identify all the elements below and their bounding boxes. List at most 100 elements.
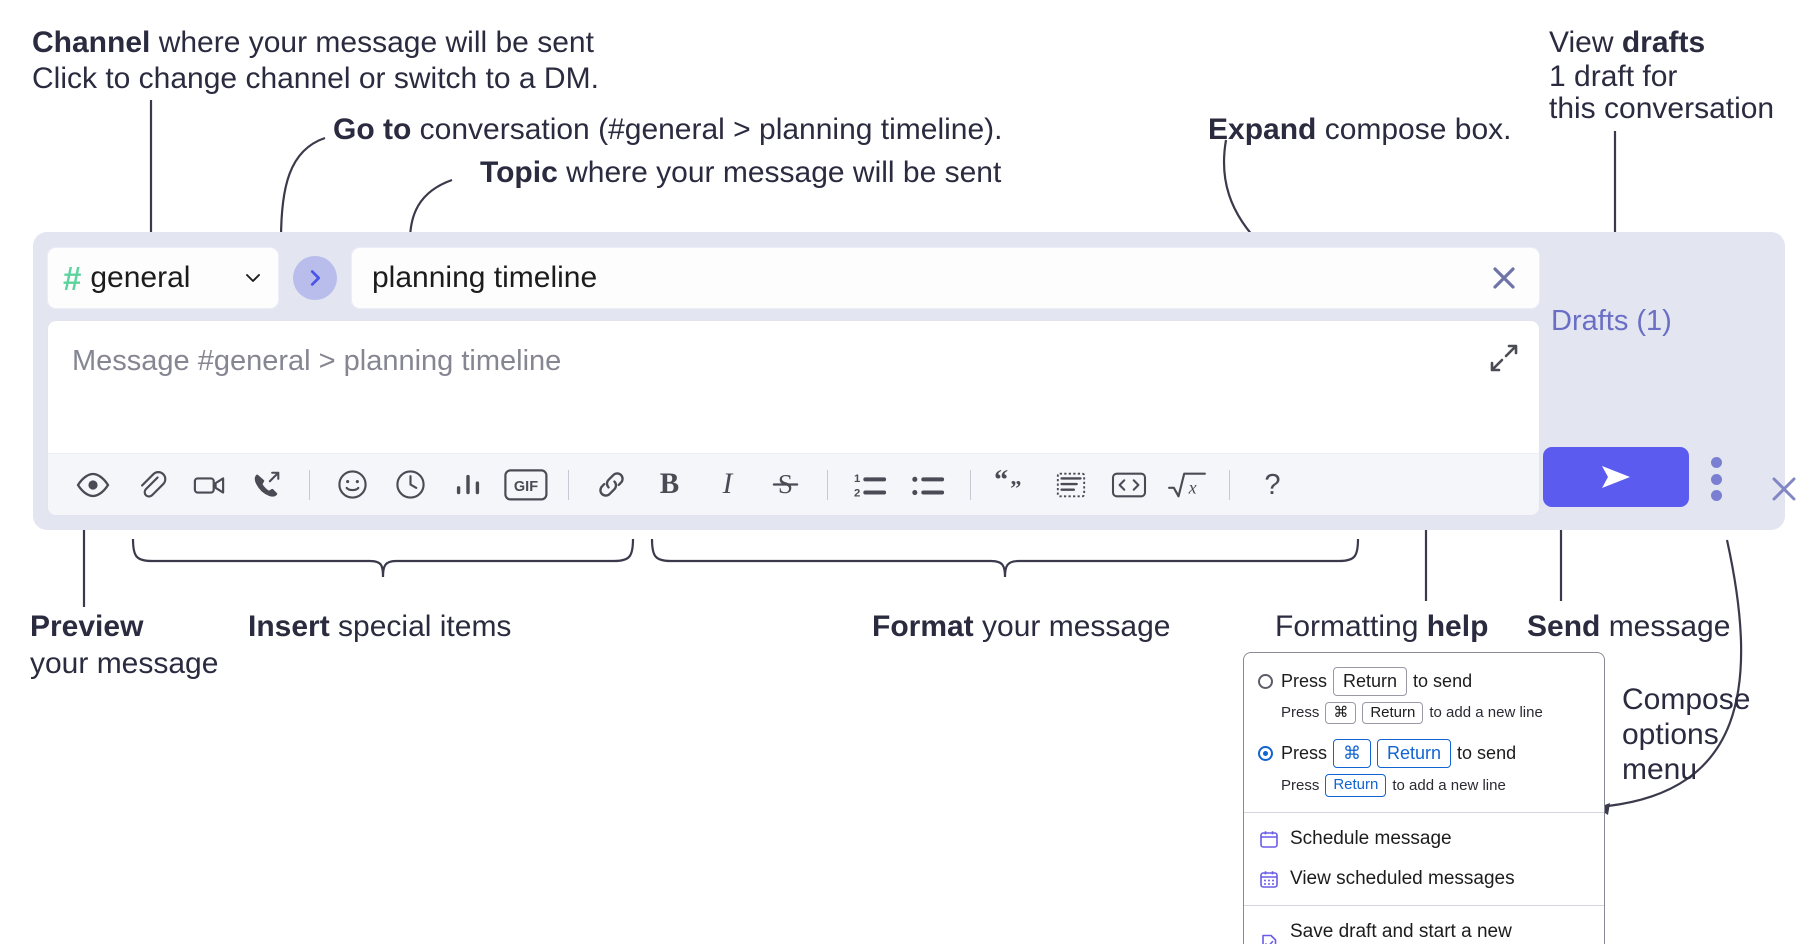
svg-text:2: 2 xyxy=(854,487,860,499)
attachment-icon[interactable] xyxy=(122,460,180,510)
annotation-options-1: Compose xyxy=(1622,683,1751,716)
option-cmd-return-label: Press ⌘ Return to send xyxy=(1281,739,1516,768)
annotation-topic: Topic where your message will be sent xyxy=(480,156,1002,189)
formatting-toolbar: GIF B I xyxy=(48,453,1539,515)
emoji-icon[interactable] xyxy=(323,460,381,510)
bulleted-list-icon[interactable] xyxy=(899,460,957,510)
goto-conversation-button[interactable] xyxy=(293,256,337,300)
svg-text:B: B xyxy=(659,468,678,500)
separator xyxy=(970,469,971,500)
sub-tail-word: to add a new line xyxy=(1429,704,1543,722)
svg-text:“: “ xyxy=(994,469,1008,496)
send-icon xyxy=(1602,466,1630,488)
drafts-link[interactable]: Drafts (1) xyxy=(1551,305,1672,337)
option-press-word: Press xyxy=(1281,670,1328,691)
channel-name-label: general xyxy=(90,261,191,294)
option-cmd-return-to-send[interactable]: Press ⌘ Return to send xyxy=(1244,736,1604,771)
option-return-sub: Press ⌘ Return to add a new line xyxy=(1244,699,1604,728)
poll-icon[interactable] xyxy=(439,460,497,510)
annotation-goto: Go to conversation (#general > planning … xyxy=(333,113,1003,146)
option-tail-word: to send xyxy=(1457,743,1517,763)
svg-text:GIF: GIF xyxy=(514,479,538,495)
annotation-drafts-sub1: 1 draft for xyxy=(1549,60,1678,93)
sub-tail-word: to add a new line xyxy=(1392,776,1506,794)
annotation-channel: Channel where your message will be sent xyxy=(32,26,594,59)
inline-code-icon[interactable] xyxy=(1100,460,1158,510)
math-icon[interactable]: x xyxy=(1158,460,1216,510)
kebab-dot xyxy=(1710,490,1722,501)
audio-clip-icon[interactable] xyxy=(238,460,296,510)
annotation-help: Formatting help xyxy=(1275,610,1489,643)
kebab-dot xyxy=(1710,473,1722,485)
compose-box: # general planning timeline xyxy=(33,232,1796,530)
send-keybinding-options: Press Return to send Press ⌘ Return to a… xyxy=(1244,653,1604,812)
annotation-insert: Insert special items xyxy=(248,610,512,643)
compose-inner: # general planning timeline xyxy=(47,247,1540,517)
video-clip-icon[interactable] xyxy=(180,460,238,510)
message-editor[interactable]: Message #general > planning timeline xyxy=(47,320,1540,516)
key-return: Return xyxy=(1333,667,1408,696)
gif-icon[interactable]: GIF xyxy=(497,460,555,510)
strikethrough-icon[interactable]: S xyxy=(756,460,814,510)
message-placeholder: Message #general > planning timeline xyxy=(72,345,562,377)
code-block-icon[interactable] xyxy=(1042,460,1100,510)
menu-item-label: View scheduled messages xyxy=(1290,867,1515,889)
svg-text:1: 1 xyxy=(854,473,860,485)
calendar-grid-icon xyxy=(1259,869,1279,889)
expand-icon[interactable] xyxy=(1489,343,1519,373)
menu-item-save-draft[interactable]: Save draft and start a new message xyxy=(1244,912,1604,944)
separator xyxy=(1229,469,1230,500)
separator xyxy=(568,469,569,500)
menu-divider xyxy=(1244,811,1604,813)
preview-icon[interactable] xyxy=(64,460,122,510)
topic-value: planning timeline xyxy=(372,261,598,294)
link-icon[interactable] xyxy=(582,460,640,510)
send-button[interactable] xyxy=(1543,447,1689,507)
annotation-channel-sub: Click to change channel or switch to a D… xyxy=(32,62,599,95)
annotation-preview-sub: your message xyxy=(30,647,219,680)
calendar-icon xyxy=(1259,829,1279,849)
key-command: ⌘ xyxy=(1333,739,1372,768)
bold-icon[interactable]: B xyxy=(640,460,698,510)
topic-input[interactable]: planning timeline xyxy=(351,247,1540,309)
help-icon[interactable]: ? xyxy=(1243,460,1301,510)
option-press-word: Press xyxy=(1281,743,1328,763)
sub-press-word: Press xyxy=(1281,704,1320,722)
key-command: ⌘ xyxy=(1325,701,1357,725)
radio-unselected-icon[interactable] xyxy=(1258,673,1273,689)
radio-selected-icon[interactable] xyxy=(1258,746,1273,761)
chevron-down-icon xyxy=(243,268,263,288)
option-tail-word: to send xyxy=(1413,670,1473,691)
annotation-drafts: View drafts xyxy=(1549,26,1706,59)
annotation-options-2: options xyxy=(1622,718,1719,751)
annotation-drafts-sub2: this conversation xyxy=(1549,92,1775,125)
menu-item-label: Save draft and start a new message xyxy=(1290,920,1512,944)
clock-icon[interactable] xyxy=(381,460,439,510)
annotation-format: Format your message xyxy=(872,610,1171,643)
kebab-dot xyxy=(1710,457,1722,468)
save-draft-icon xyxy=(1259,933,1279,944)
menu-divider xyxy=(1244,904,1604,906)
compose-options-icon[interactable] xyxy=(1707,457,1725,501)
italic-icon[interactable]: I xyxy=(698,460,756,510)
channel-selector[interactable]: # general xyxy=(47,247,279,309)
option-return-to-send[interactable]: Press Return to send xyxy=(1244,664,1604,699)
compose-options-menu: Press Return to send Press ⌘ Return to a… xyxy=(1243,652,1605,944)
annotation-expand: Expand compose box. xyxy=(1208,113,1512,146)
annotation-send: Send message xyxy=(1527,610,1731,643)
key-return: Return xyxy=(1362,701,1424,725)
annotation-preview: Preview xyxy=(30,610,144,643)
close-compose-button[interactable] xyxy=(1767,472,1801,506)
schedule-group: Schedule message View scheduled messages xyxy=(1244,813,1604,905)
blockquote-icon[interactable]: “” xyxy=(984,460,1042,510)
svg-text:I: I xyxy=(721,468,733,500)
menu-item-view-scheduled-messages[interactable]: View scheduled messages xyxy=(1244,859,1604,899)
svg-text:x: x xyxy=(1188,477,1197,497)
key-return: Return xyxy=(1377,739,1452,768)
compose-header-row: # general planning timeline xyxy=(47,247,1540,309)
option-cmd-return-sub: Press Return to add a new line xyxy=(1244,771,1604,800)
ordered-list-icon[interactable]: 1 2 xyxy=(841,460,899,510)
menu-item-schedule-message[interactable]: Schedule message xyxy=(1244,819,1604,859)
close-icon[interactable] xyxy=(1487,261,1521,295)
